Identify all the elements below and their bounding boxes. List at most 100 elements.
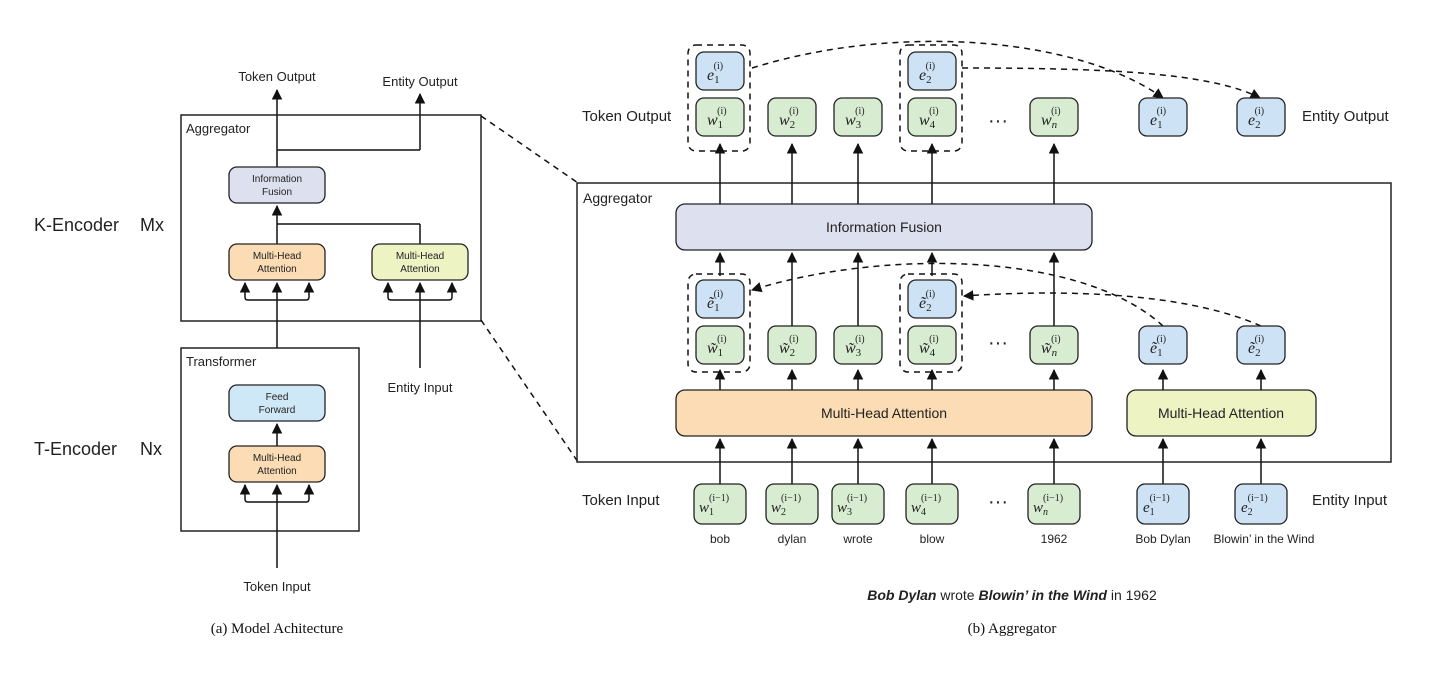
in-token-1 — [693, 483, 747, 525]
left-token-input-label: Token Input — [243, 579, 311, 594]
in-entity-1 — [1136, 483, 1190, 525]
curve-e2-mid — [962, 290, 1262, 327]
curve-e1-out — [751, 40, 1164, 99]
out-entity-1 — [1138, 97, 1188, 137]
in-entity-2 — [1234, 483, 1288, 525]
feed-forward-box — [228, 384, 326, 422]
entity-name-2: Blowin’ in the Wind — [1214, 532, 1315, 546]
out-entity-1-symbol: e1(i) — [1150, 106, 1166, 131]
out-entity-in-group-2-symbol: e2(i) — [919, 61, 935, 86]
k-encoder-multiplier: Mx — [140, 215, 164, 235]
out-entity-in-group-1-symbol: e1(i) — [707, 61, 723, 86]
mid-entity-2 — [1236, 325, 1286, 365]
t-encoder-label: T-Encoder — [34, 439, 117, 459]
right-entity-output-label: Entity Output — [1302, 108, 1390, 125]
curve-e1-mid — [750, 262, 1164, 327]
mid-token-n — [1029, 325, 1079, 365]
mid-token-1 — [695, 325, 745, 365]
left-entity-mha-line2: Attention — [400, 264, 439, 275]
in-token-2-symbol: w2(i−1) — [771, 493, 801, 518]
entity-mha-bar — [1126, 389, 1317, 437]
out-token-n-symbol: wn(i) — [1041, 106, 1061, 131]
left-token-mha-line1: Multi-Head — [253, 251, 301, 262]
model-architecture-panel: Token Output Entity Output Aggregator In… — [34, 69, 482, 637]
in-token-3-symbol: w3(i−1) — [837, 493, 867, 518]
mid-token-2 — [767, 325, 817, 365]
in-token-4-symbol: w4(i−1) — [911, 493, 941, 518]
input-token-row: w1(i−1) w2(i−1) w3(i−1) w4(i−1) wn(i−1) — [693, 483, 1081, 525]
out-entity-in-group-1 — [695, 51, 745, 91]
group-box-mid-1 — [687, 273, 751, 373]
mid-token-4-symbol: w̃4(i) — [919, 334, 939, 359]
transformer-mha-box — [228, 445, 326, 483]
middle-ellipsis: ··· — [988, 332, 1008, 354]
caption-b: (b) Aggregator — [968, 621, 1057, 637]
in-token-n — [1027, 483, 1081, 525]
token-mha-label: Multi-Head Attention — [821, 405, 947, 421]
left-entity-mha-box — [371, 243, 469, 281]
out-token-n — [1029, 97, 1079, 137]
zoom-line-bottom — [480, 319, 579, 463]
left-entity-output-label: Entity Output — [382, 74, 458, 89]
feed-label: Feed — [266, 392, 289, 403]
middle-token-row: w̃1(i) w̃2(i) w̃3(i) w̃4(i) w̃n(i) — [695, 325, 1079, 365]
out-token-3 — [833, 97, 883, 137]
mid-entity-in-group-2 — [907, 279, 957, 319]
left-fusion-label: Fusion — [262, 187, 292, 198]
right-aggregator-label: Aggregator — [583, 190, 653, 206]
k-encoder-label: K-Encoder — [34, 215, 119, 235]
output-ellipsis: ··· — [988, 110, 1008, 132]
group-box-out-1 — [687, 44, 751, 152]
left-aggregator-label: Aggregator — [186, 121, 251, 136]
mid-token-4 — [907, 325, 957, 365]
out-token-1 — [695, 97, 745, 137]
left-token-mha-line2: Attention — [257, 264, 296, 275]
right-token-output-label: Token Output — [582, 108, 672, 125]
out-entity-in-group-2 — [907, 51, 957, 91]
out-token-1-symbol: w1(i) — [707, 106, 727, 131]
group-box-mid-4 — [899, 273, 963, 373]
left-entity-mha-line1: Multi-Head — [396, 251, 444, 262]
out-entity-2-symbol: e2(i) — [1248, 106, 1264, 131]
in-token-2 — [765, 483, 819, 525]
out-token-3-symbol: w3(i) — [845, 106, 865, 131]
in-entity-2-symbol: e2(i−1) — [1241, 493, 1268, 518]
in-token-1-symbol: w1(i−1) — [699, 493, 729, 518]
left-aggregator-frame — [180, 114, 482, 322]
group-box-out-4 — [899, 44, 963, 152]
input-ellipsis: ··· — [988, 491, 1008, 513]
mid-token-3-symbol: w̃3(i) — [845, 334, 865, 359]
right-entity-input-label: Entity Input — [1312, 492, 1388, 509]
zoom-line-top — [480, 115, 579, 184]
out-token-2 — [767, 97, 817, 137]
in-token-n-symbol: wn(i−1) — [1033, 493, 1063, 518]
mid-token-n-symbol: w̃n(i) — [1041, 334, 1061, 359]
left-information-label: Information — [252, 174, 302, 185]
in-entity-1-symbol: e1(i−1) — [1143, 493, 1170, 518]
forward-label: Forward — [259, 405, 296, 416]
mid-entity-1-symbol: ẽ1(i) — [1150, 334, 1166, 359]
left-token-output-label: Token Output — [238, 69, 316, 84]
left-information-fusion-box — [228, 166, 326, 204]
out-token-4-symbol: w4(i) — [919, 106, 939, 131]
left-token-mha-box — [228, 243, 326, 281]
out-entity-2 — [1236, 97, 1286, 137]
word-label-2: dylan — [778, 532, 807, 546]
example-sentence: Bob Dylan wrote Blowin’ in the Wind in 1… — [867, 587, 1157, 603]
in-token-4 — [905, 483, 959, 525]
word-label-4: blow — [920, 532, 945, 546]
token-column-arrows — [714, 142, 1267, 484]
left-entity-input-label: Entity Input — [387, 380, 452, 395]
aggregator-detail-panel: Aggregator Information Fusion Multi-Head… — [576, 40, 1392, 637]
word-label-3: wrote — [842, 532, 873, 546]
mid-entity-1 — [1138, 325, 1188, 365]
t-encoder-multiplier: Nx — [140, 439, 162, 459]
word-label-1: bob — [710, 532, 730, 546]
transformer-frame — [180, 347, 360, 532]
information-fusion-bar — [675, 203, 1093, 251]
out-token-4 — [907, 97, 957, 137]
entity-mha-label: Multi-Head Attention — [1158, 405, 1284, 421]
mid-token-2-symbol: w̃2(i) — [779, 334, 799, 359]
transformer-label: Transformer — [186, 354, 257, 369]
mid-entity-in-group-1 — [695, 279, 745, 319]
